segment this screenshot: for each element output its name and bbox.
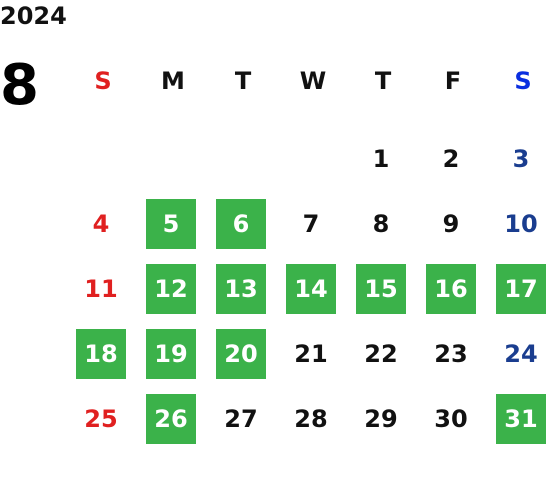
weekday-label: S [94,67,112,95]
day-cell-5[interactable]: 5 [146,199,196,249]
day-cell-16[interactable]: 16 [426,264,476,314]
day-cell-4[interactable]: 4 [92,210,110,238]
weekday-label: T [374,67,392,95]
weekday-label: W [299,67,327,95]
day-cell-29[interactable]: 29 [364,405,398,433]
day-cell-1[interactable]: 1 [372,145,390,173]
day-cell-24[interactable]: 24 [504,340,538,368]
day-cell-7[interactable]: 7 [302,210,320,238]
day-cell-20[interactable]: 20 [216,329,266,379]
day-cell-17[interactable]: 17 [496,264,546,314]
day-cell-9[interactable]: 9 [442,210,460,238]
weekday-label: S [514,67,532,95]
day-cell-6[interactable]: 6 [216,199,266,249]
weekday-label: T [234,67,252,95]
day-cell-10[interactable]: 10 [504,210,538,238]
day-cell-19[interactable]: 19 [146,329,196,379]
day-cell-15[interactable]: 15 [356,264,406,314]
day-cell-27[interactable]: 27 [224,405,258,433]
day-cell-21[interactable]: 21 [294,340,328,368]
day-cell-2[interactable]: 2 [442,145,460,173]
day-cell-13[interactable]: 13 [216,264,266,314]
weekday-label: M [161,67,185,95]
day-cell-31[interactable]: 31 [496,394,546,444]
day-cell-3[interactable]: 3 [512,145,530,173]
day-cell-23[interactable]: 23 [434,340,468,368]
month-label: 8 [0,53,39,118]
day-cell-30[interactable]: 30 [434,405,468,433]
day-cell-12[interactable]: 12 [146,264,196,314]
day-cell-22[interactable]: 22 [364,340,398,368]
day-cell-28[interactable]: 28 [294,405,328,433]
day-cell-18[interactable]: 18 [76,329,126,379]
day-cell-8[interactable]: 8 [372,210,390,238]
day-cell-11[interactable]: 11 [84,275,118,303]
year-label: 2024 [0,2,67,30]
weekday-label: F [444,67,462,95]
day-cell-26[interactable]: 26 [146,394,196,444]
day-cell-14[interactable]: 14 [286,264,336,314]
day-cell-25[interactable]: 25 [84,405,118,433]
